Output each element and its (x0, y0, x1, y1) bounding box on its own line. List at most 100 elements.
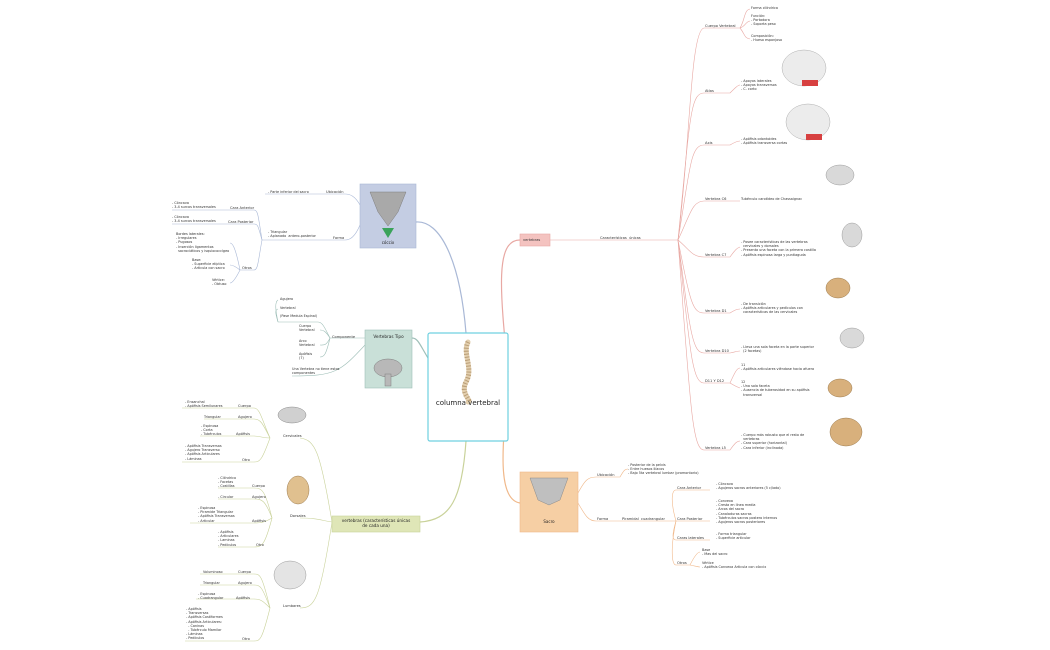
branch-coccix (415, 221, 467, 334)
coccix-ubic-label: Ubicación (326, 190, 344, 194)
coccix-label: cóccix (381, 240, 395, 245)
cervicales-apofisis-label: Apófisis (236, 432, 250, 436)
cervicales-otro-text: - Apófisis Transversas - Agujero Transve… (185, 444, 222, 461)
skull-axis-icon (785, 103, 831, 141)
coccix-ubic-text: - Parte inferior del sacro (268, 190, 309, 194)
sacro-vertice-text: Vértice - Apófisis Convexa Articula con … (702, 561, 767, 570)
coccix-ant-text: - Cóncava - 3-4 surcos transversales (172, 201, 216, 210)
t10-label: Vertebra D10 (705, 349, 729, 353)
sacro-ubic-text: - Posterior de la pelvis - Entre huesos … (628, 463, 699, 476)
funcion-text: Función: - Portadora - Soporta peso (751, 14, 776, 27)
tipo-item-agujero: Agujero (280, 297, 294, 301)
sacro-ant-text: - Cóncava - Agujeros sacros anteriores (… (716, 482, 781, 491)
coccix-base-text: Base: - Superficie elíptica - Articula c… (192, 258, 225, 271)
axis-label: Axis (705, 141, 713, 145)
sacro-ant-label: Cara Anterior (677, 486, 702, 490)
sacro-post-label: Cara Posterior (677, 517, 703, 521)
branch-cu (419, 440, 467, 523)
center-node (427, 332, 509, 442)
coccix-post-text: - Cóncava - 3-4 surcos transversales (172, 215, 216, 224)
coccix-otros-label: Otros (242, 266, 252, 270)
dorsal-bone-icon (286, 475, 310, 505)
lumbares-apofisis-label: Apófisis (236, 596, 250, 600)
vertebras-node (519, 233, 551, 247)
lumbares-cuerpo-label: Cuerpo (238, 570, 251, 574)
cu-label: vertebras (características únicas de cad… (341, 518, 411, 528)
vertebras-label: vertebras (523, 238, 541, 242)
t1-text: - De transición - Apófisis articulares y… (741, 302, 803, 315)
coccix-bordes-text: Bordes laterales: - Irregulares - Pugoso… (176, 232, 230, 253)
c7-bone-icon (841, 222, 863, 248)
spine-icon (461, 339, 472, 405)
lumbares-label: Lumbares (283, 604, 301, 608)
vertebras-caract: Características únicas (600, 236, 641, 240)
c6-label: Vertebra C6 (705, 197, 727, 201)
center-title: columna vertebral (435, 399, 501, 407)
sacro-forma-label: Forma (597, 517, 609, 521)
forma-text: Forma cilíndrica (751, 6, 778, 10)
tipo-arco: Arco Vertebral (299, 339, 315, 348)
cervicales-otro-label: Otro (242, 458, 250, 462)
branch-tipo (411, 337, 429, 359)
sacro-ubic-label: Ubicación (597, 473, 615, 477)
coccix-forma-text: - Triangular - Aplanado antero-posterior (268, 230, 316, 239)
sacrum-bone-icon (529, 477, 569, 506)
atlas-label: Atlas (705, 89, 714, 93)
tipo-cuerpo: Cuerpo Vertebral (299, 324, 315, 333)
c7-text: - Posee características de las vertebras… (741, 240, 816, 257)
cervical-bone-icon (277, 406, 307, 424)
coccix-vertice-text: Vértice: - Obtuso (212, 278, 227, 287)
atlas-text: - Apoyos laterales - Apoyos transversos … (741, 79, 777, 92)
lumbares-otro-label: Otro (242, 637, 250, 641)
tipo-label: Vertebras Tipo (373, 334, 404, 339)
dorsales-apofisis-label: Apófisis (252, 519, 266, 523)
dorsales-cuerpo-label: Cuerpo (252, 484, 265, 488)
tipo-comp-label: Componente (332, 335, 356, 339)
sacro-lat-text: - Forma triangular - Superficie articula… (716, 532, 751, 541)
cervicales-agujero-label: Agujero (238, 415, 252, 419)
lumbares-apofisis-text: - Espinosa - Cuadrangular (198, 592, 224, 601)
cu-node (331, 515, 421, 533)
c6-text: Tubérculo carotídeo de Chassaignac (741, 197, 803, 201)
cuerpo-vertebral-label: Cuerpo Vertebral (705, 24, 736, 28)
axis-text: - Apófisis odontoides - Apófisis transve… (741, 137, 788, 146)
dorsales-otro-text: - Apófisis - Articulares - Laminas - Ped… (218, 530, 239, 547)
sacro-post-text: - Convexa - Cresta en línea media - Arco… (716, 499, 778, 525)
dorsales-otro-label: Otro (256, 543, 264, 547)
coccix-post-label: Cara Posterior (228, 220, 254, 224)
lumbares-agujero-text: Triangular (203, 581, 220, 585)
tipo-apofisis: Apófisis (7) (299, 352, 313, 361)
d11-label: D11 Y D12 (705, 379, 725, 383)
d11-bone-icon (827, 378, 853, 398)
sacro-lat-label: Caras laterales (677, 536, 704, 540)
t1-label: Vertebra D1 (705, 309, 727, 313)
coccix-ant-label: Cara Anterior (230, 206, 255, 210)
c6-bone-icon (825, 164, 855, 186)
tipo-item-pase: (Pase Medula Espinal) (280, 314, 318, 318)
tipo-item-vertebral: Vertebral (280, 306, 296, 310)
lumbares-agujero-label: Agujero (238, 581, 252, 585)
composicion-text: Composición: - Hueso esponjoso (751, 34, 783, 43)
lumbares-cuerpo-text: Voluminoso (203, 570, 223, 574)
d11-text-b: 12 - Una sola faceta - Ausencia de tuber… (741, 380, 810, 397)
sacro-otros-label: Otros (677, 561, 687, 565)
t1-bone-icon (825, 277, 851, 299)
t10-bone-icon (839, 327, 865, 349)
c7-label: Vertebra C7 (705, 253, 727, 257)
sacro-label: Sacro (543, 519, 555, 524)
t10-text: - Lleva una sola faceta en la parte supe… (741, 345, 814, 354)
l5-label: Vertebra L5 (705, 446, 726, 450)
dorsales-cuerpo-text: - Cilíndrico - Facetas - Costillas (218, 476, 237, 489)
tipo-una: Una Vertebra no tiene estos componentes (292, 367, 340, 376)
dorsales-agujero-text: - Circular (218, 495, 234, 499)
cervicales-cuerpo-text: - Ensanchal - Apófisis Semilunares (185, 400, 223, 409)
sacro-forma-value: Piramidal cuadrangular (622, 517, 665, 521)
coccyx-bone-icon (369, 191, 407, 238)
cervicales-agujero-text: Triangular (204, 415, 221, 419)
l5-bone-icon (829, 417, 863, 447)
lumbares-otro-text: - Apófisis - Transversas - Apófisis Cost… (186, 607, 223, 641)
lumbar-bone-icon (273, 560, 307, 590)
d11-text-a: 11 - Apófisis articulares viéndose hacia… (741, 363, 815, 372)
typical-vertebra-icon (373, 358, 403, 387)
